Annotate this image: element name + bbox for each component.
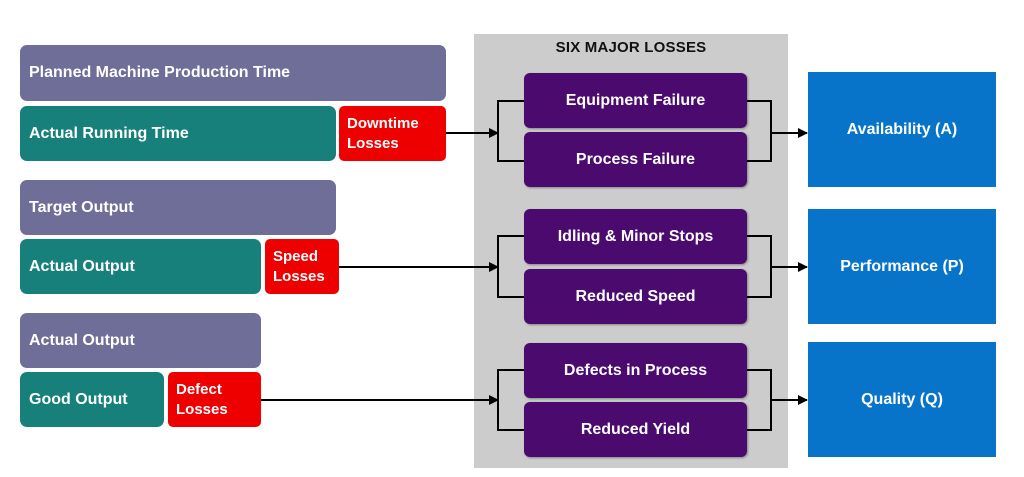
- reduced-yield-box: Reduced Yield: [524, 402, 747, 457]
- equipment-failure-label: Equipment Failure: [565, 91, 706, 109]
- actual-running-time-label: Actual Running Time: [29, 124, 189, 142]
- availability-left-bracket: [497, 100, 524, 162]
- defects-in-process-box: Defects in Process: [524, 343, 747, 398]
- downtime-losses-line2: Losses: [347, 134, 399, 152]
- target-output-label: Target Output: [29, 198, 134, 216]
- actual-output-quality-bar: Actual Output: [20, 313, 261, 368]
- performance-right-bracket: [747, 235, 772, 298]
- quality-left-bracket: [497, 369, 524, 431]
- speed-losses-line1: Speed: [273, 247, 319, 265]
- actual-output-quality-label: Actual Output: [29, 331, 135, 349]
- reduced-speed-box: Reduced Speed: [524, 269, 747, 324]
- planned-production-time-bar: Planned Machine Production Time: [20, 45, 446, 101]
- process-failure-box: Process Failure: [524, 132, 747, 187]
- downtime-losses-line1: Downtime: [347, 114, 419, 132]
- quality-label: Quality (Q): [861, 390, 943, 408]
- downtime-losses-box: Downtime Losses: [339, 106, 446, 161]
- reduced-speed-label: Reduced Speed: [575, 287, 696, 305]
- equipment-failure-box: Equipment Failure: [524, 73, 747, 128]
- actual-running-time-bar: Actual Running Time: [20, 106, 336, 161]
- speed-losses-line2: Losses: [273, 267, 325, 285]
- defect-losses-line2: Losses: [176, 400, 228, 418]
- defect-losses-line1: Defect: [176, 380, 222, 398]
- target-output-bar: Target Output: [20, 180, 336, 235]
- availability-right-bracket: [747, 100, 772, 162]
- defects-in-process-label: Defects in Process: [563, 361, 708, 379]
- availability-box: Availability (A): [808, 72, 996, 187]
- six-major-losses-title: SIX MAJOR LOSSES: [555, 39, 707, 56]
- performance-label: Performance (P): [840, 257, 964, 275]
- good-output-bar: Good Output: [20, 372, 164, 427]
- idling-minor-stops-box: Idling & Minor Stops: [524, 209, 747, 264]
- reduced-yield-label: Reduced Yield: [580, 420, 691, 438]
- process-failure-label: Process Failure: [575, 150, 696, 168]
- planned-production-time-label: Planned Machine Production Time: [29, 64, 291, 81]
- speed-losses-box: Speed Losses: [265, 239, 339, 294]
- availability-label: Availability (A): [846, 120, 958, 138]
- performance-box: Performance (P): [808, 209, 996, 324]
- defect-losses-box: Defect Losses: [168, 372, 261, 427]
- quality-right-bracket: [747, 369, 772, 431]
- actual-output-bar: Actual Output: [20, 239, 261, 294]
- performance-left-bracket: [497, 235, 524, 298]
- idling-minor-stops-label: Idling & Minor Stops: [557, 227, 714, 245]
- actual-output-label: Actual Output: [29, 257, 135, 275]
- good-output-label: Good Output: [29, 390, 128, 408]
- quality-box: Quality (Q): [808, 342, 996, 457]
